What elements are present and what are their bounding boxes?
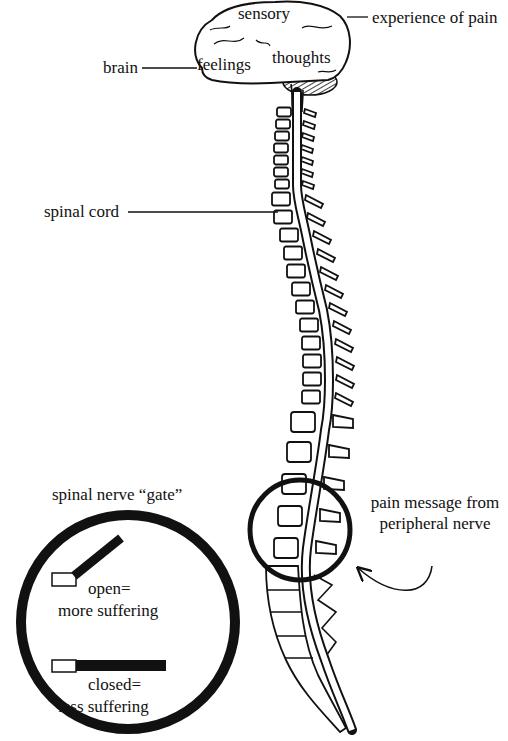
gate-node: spinal nerve “gate” open= more suffering c… (18, 482, 248, 740)
spinal-cord-outline (297, 92, 352, 730)
callout-label: spinal cord (44, 201, 119, 222)
spinal-cord-core (297, 92, 352, 730)
brain-region-label: sensory (238, 3, 290, 24)
leader-line (142, 67, 197, 68)
highlight-circle (250, 480, 350, 580)
brain-region-label: feelings (197, 54, 251, 75)
gate-circle (21, 515, 235, 729)
gate-bar-open (74, 538, 121, 576)
callout-label: experience of pain (372, 7, 498, 28)
leader-line (128, 211, 278, 212)
brain-node: sensory feelings thoughts (190, 0, 355, 100)
callout-label: pain message from peripheral nerve (364, 492, 506, 534)
gate-heading: spinal nerve “gate” (52, 484, 182, 505)
leader-line (347, 16, 368, 17)
gate-bar-closed (76, 660, 166, 671)
callout-label: brain (103, 57, 138, 78)
gate-post (52, 660, 76, 672)
gate-post (52, 573, 76, 586)
brain-contour (195, 2, 350, 84)
brain-region-label: thoughts (272, 47, 331, 68)
gate-state-text: open= more suffering (58, 578, 166, 622)
gate-state-text: closed= less suffering (58, 674, 166, 718)
pointer-arrow (358, 566, 432, 590)
